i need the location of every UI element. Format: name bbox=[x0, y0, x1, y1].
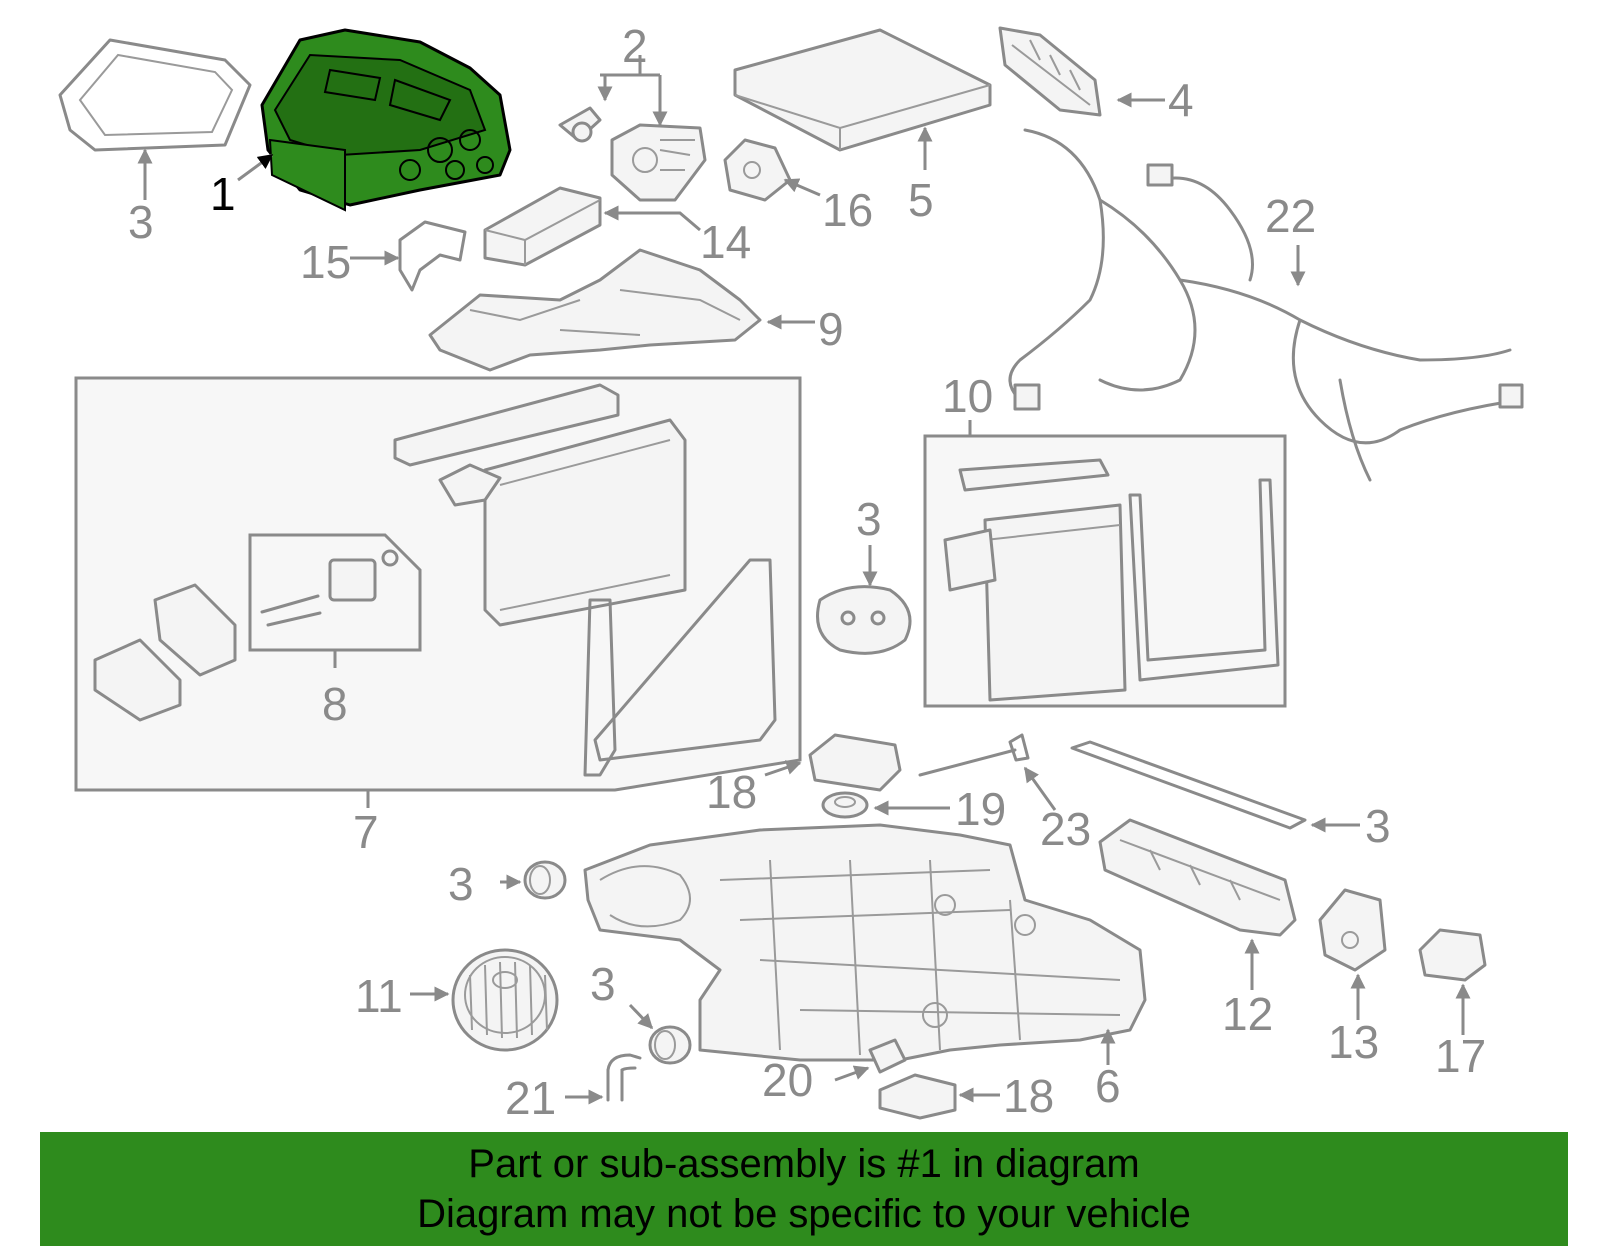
part-13-actuator bbox=[1318, 888, 1387, 972]
part-19-grommet bbox=[821, 791, 869, 819]
callout-1: 1 bbox=[210, 168, 236, 220]
part-3-oval-gasket bbox=[816, 585, 912, 655]
callout-4: 4 bbox=[1168, 74, 1194, 126]
callout-15: 15 bbox=[300, 236, 351, 288]
part-1-hvac-module-highlighted[interactable] bbox=[260, 28, 512, 212]
part-4-connector-bracket bbox=[998, 26, 1102, 117]
banner-line-1: Part or sub-assembly is #1 in diagram bbox=[468, 1142, 1140, 1186]
part-12-duct bbox=[1098, 818, 1297, 937]
part-20-grommet bbox=[868, 1038, 907, 1074]
callout-8: 8 bbox=[322, 678, 348, 730]
part-3-seal-strip bbox=[1070, 740, 1307, 830]
part-3-grommet-left bbox=[523, 860, 567, 900]
callout-13: 13 bbox=[1328, 1016, 1379, 1068]
callout-10: 10 bbox=[942, 370, 993, 422]
part-18-actuator-lower bbox=[878, 1073, 957, 1120]
part-3-filter-seal bbox=[58, 38, 252, 152]
group-7-evaporator-kit bbox=[74, 376, 802, 792]
callout-2: 2 bbox=[622, 20, 648, 72]
callout-3-grommet-lower: 3 bbox=[590, 958, 616, 1010]
callout-18-lower: 18 bbox=[1003, 1070, 1054, 1122]
part-9-duct bbox=[428, 248, 762, 372]
callout-6: 6 bbox=[1095, 1060, 1121, 1112]
callout-7: 7 bbox=[353, 806, 379, 858]
callout-23: 23 bbox=[1040, 803, 1091, 855]
callout-11: 11 bbox=[355, 970, 403, 1022]
part-2-actuator bbox=[558, 106, 707, 202]
callout-9: 9 bbox=[818, 303, 844, 355]
part-3-grommet-lower bbox=[648, 1025, 692, 1065]
leader-lines bbox=[137, 55, 1471, 1105]
callout-labels: 1 2 3 4 5 16 14 15 9 22 10 3 8 7 18 19 2… bbox=[128, 20, 1486, 1124]
callout-21: 21 bbox=[505, 1072, 556, 1124]
callout-19: 19 bbox=[955, 783, 1006, 835]
part-15-clip bbox=[398, 220, 467, 292]
callout-3-top-left: 3 bbox=[128, 196, 154, 248]
banner-line-2: Diagram may not be specific to your vehi… bbox=[417, 1192, 1191, 1236]
part-6-lower-case bbox=[583, 823, 1147, 1062]
part-16-actuator bbox=[723, 138, 792, 202]
callout-16: 16 bbox=[822, 184, 873, 236]
part-18-actuator-upper bbox=[808, 733, 902, 792]
part-22-wiring-harness bbox=[1008, 128, 1524, 482]
callout-22: 22 bbox=[1265, 190, 1316, 242]
callout-17: 17 bbox=[1435, 1030, 1486, 1082]
callout-5: 5 bbox=[908, 174, 934, 226]
callout-18-upper: 18 bbox=[706, 766, 757, 818]
part-11-blower-motor bbox=[451, 948, 559, 1052]
callout-20: 20 bbox=[762, 1054, 813, 1106]
callout-3-strip: 3 bbox=[1365, 800, 1391, 852]
callout-14: 14 bbox=[700, 216, 751, 268]
group-10-heater-core-kit bbox=[923, 434, 1287, 708]
part-23-bolt bbox=[918, 733, 1030, 777]
callout-12: 12 bbox=[1222, 988, 1273, 1040]
part-17-actuator bbox=[1418, 928, 1487, 982]
callout-3-gasket: 3 bbox=[856, 493, 882, 545]
callout-3-grommet-left: 3 bbox=[448, 858, 474, 910]
info-banner: Part or sub-assembly is #1 in diagram Di… bbox=[40, 1132, 1568, 1246]
part-14-control-module bbox=[483, 186, 602, 267]
part-5-cabin-filter bbox=[733, 28, 992, 152]
part-21-drain-hose bbox=[606, 1053, 642, 1102]
